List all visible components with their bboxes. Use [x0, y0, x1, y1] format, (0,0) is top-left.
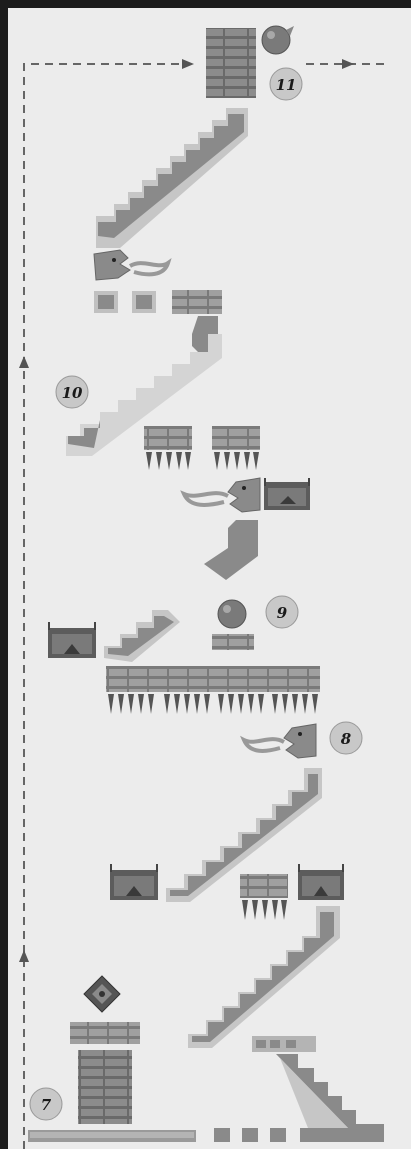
dashed-path	[24, 64, 388, 1149]
water-basin	[298, 864, 344, 900]
small-block	[270, 1128, 286, 1142]
level-badge-11: 11	[270, 68, 302, 100]
level-badge-10: 10	[56, 376, 88, 408]
level-map: 10 11	[8, 8, 411, 1149]
svg-text:9: 9	[277, 604, 288, 622]
staircase-top	[96, 108, 248, 248]
brick-platform	[212, 634, 254, 650]
svg-text:11: 11	[276, 76, 297, 94]
svg-text:8: 8	[341, 730, 352, 748]
water-basin	[264, 478, 310, 510]
staircase-small	[104, 610, 180, 662]
spike-trap	[144, 426, 192, 470]
level-badge-8: 8	[330, 722, 362, 754]
down-arrow-shape	[204, 520, 258, 580]
spike-trap	[240, 874, 288, 920]
small-block	[214, 1128, 230, 1142]
water-basin	[110, 864, 158, 900]
staircase-bottom-right	[252, 1036, 384, 1142]
stone-ball-icon	[218, 600, 246, 628]
stone-ball-icon	[262, 26, 294, 54]
svg-text:7: 7	[41, 1096, 52, 1114]
dragon-head-icon	[94, 250, 168, 280]
water-basin	[48, 622, 96, 658]
dragon-head-icon	[184, 478, 260, 512]
spike-trap-row	[106, 666, 320, 714]
svg-text:10: 10	[62, 384, 83, 402]
brick-tower-top	[206, 28, 256, 98]
diamond-gem-icon	[84, 976, 120, 1012]
small-block	[242, 1128, 258, 1142]
level-badge-7: 7	[30, 1088, 62, 1120]
staircase-lower	[188, 906, 340, 1048]
brick-platform	[70, 1022, 140, 1044]
spike-trap	[212, 426, 260, 470]
dragon-head-icon	[244, 724, 316, 758]
level-badge-9: 9	[266, 596, 298, 628]
brick-platform	[172, 290, 222, 314]
brick-tower-bottom	[78, 1050, 132, 1124]
